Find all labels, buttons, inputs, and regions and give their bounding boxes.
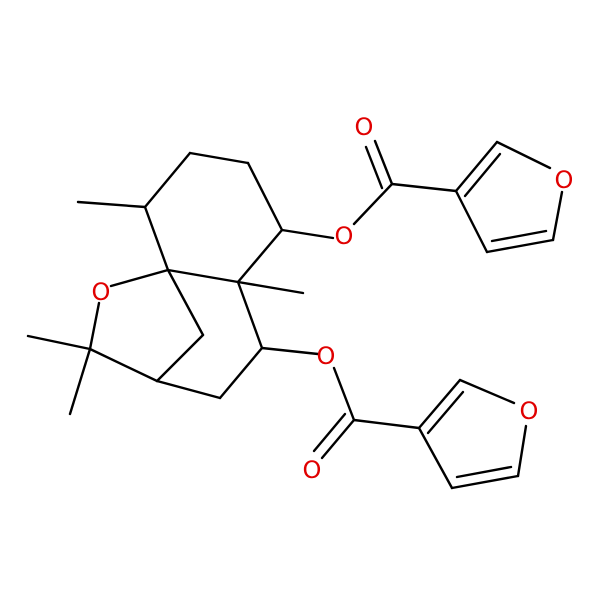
bond	[352, 182, 394, 226]
bond	[88, 301, 101, 351]
bond	[88, 347, 159, 383]
lower-ester	[260, 346, 421, 460]
bond	[490, 229, 548, 243]
bond	[155, 379, 222, 400]
lower-furan-ring	[417, 378, 528, 490]
bond	[280, 228, 335, 240]
bond	[236, 280, 264, 350]
bond	[312, 412, 347, 453]
bond	[495, 140, 552, 170]
bond	[463, 152, 502, 198]
bond	[236, 228, 284, 284]
bond	[109, 268, 170, 288]
bond	[485, 238, 555, 254]
oxygen-labels: O O O O O O O	[92, 113, 574, 484]
atom-o-carbonyl-lower: O	[303, 456, 322, 484]
atom-o-ester-upper: O	[335, 222, 354, 250]
bond	[454, 189, 489, 254]
bond	[260, 346, 320, 356]
bond	[373, 139, 394, 186]
bond	[166, 268, 240, 284]
methyl-bond-bridgehead	[236, 280, 305, 295]
bond	[390, 182, 458, 193]
cyclohexane-ring	[143, 151, 284, 284]
upper-ester	[280, 139, 458, 240]
bond	[364, 145, 384, 190]
bond	[332, 366, 356, 422]
bond	[417, 378, 462, 430]
methyl-bond-gem-1	[26, 334, 92, 351]
bond	[450, 474, 520, 490]
bond	[417, 426, 454, 490]
bicyclic-bridges	[155, 268, 305, 400]
methyl-bond-gem-2	[68, 347, 92, 416]
bond	[246, 161, 284, 232]
upper-furan-ring	[454, 140, 564, 254]
bond	[155, 333, 205, 383]
atom-o-ester-lower: O	[317, 342, 336, 370]
bond	[454, 140, 499, 193]
bond	[166, 268, 205, 337]
ether-ring	[26, 268, 170, 416]
bond	[516, 424, 528, 478]
bond	[188, 151, 250, 165]
bond	[352, 418, 421, 430]
bond	[143, 205, 170, 272]
atom-o-ether: O	[92, 278, 111, 306]
bond	[455, 465, 513, 479]
bond	[218, 346, 264, 400]
bond	[426, 390, 465, 435]
methyl-bond-top	[76, 200, 147, 209]
bond	[458, 378, 516, 405]
bond	[551, 190, 564, 242]
atom-o-furan-upper: O	[555, 166, 574, 194]
atom-o-furan-lower: O	[520, 397, 539, 425]
bond	[320, 418, 356, 460]
atom-o-carbonyl-upper: O	[355, 113, 374, 141]
bond	[143, 151, 192, 209]
